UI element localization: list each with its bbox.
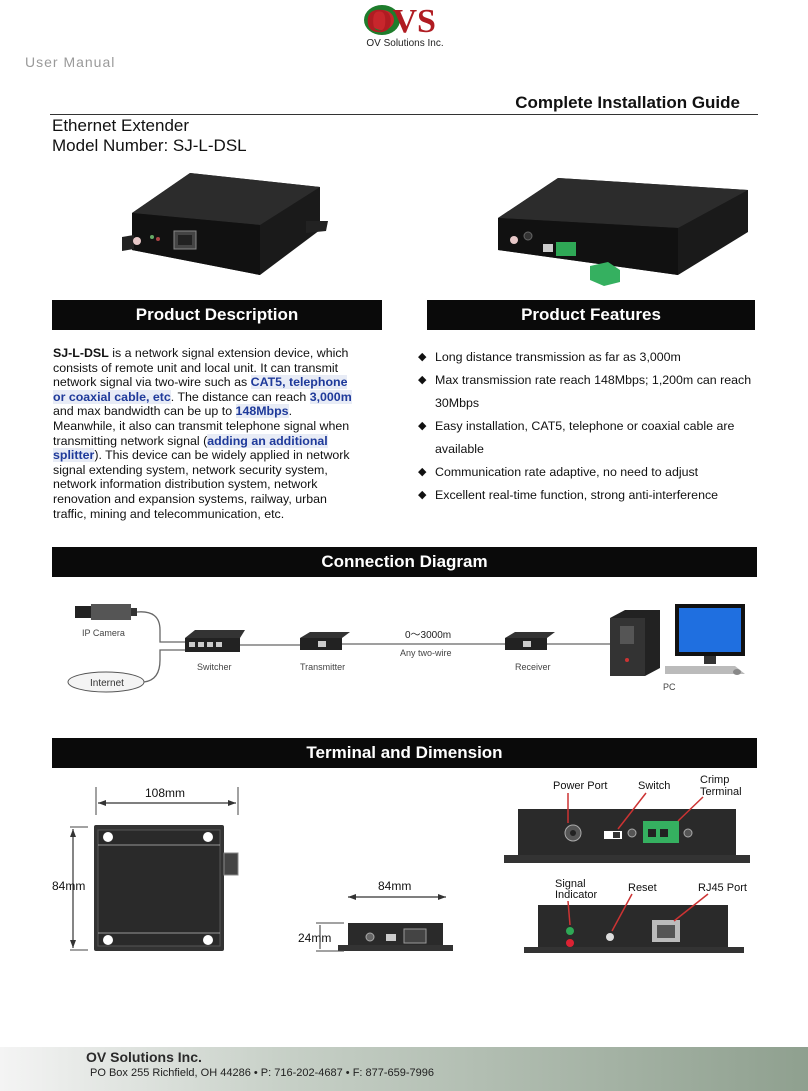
pc-icon bbox=[610, 604, 745, 676]
switch-label: Switch bbox=[638, 780, 670, 792]
product-name: Ethernet Extender bbox=[52, 116, 190, 135]
rj45-port-label: RJ45 Port bbox=[698, 882, 747, 894]
crimp-label: Crimp bbox=[700, 775, 729, 786]
model-number: Model Number: SJ-L-DSL bbox=[52, 136, 247, 155]
section-product-description: Product Description bbox=[52, 300, 382, 330]
title-rule bbox=[50, 114, 758, 115]
switcher-label: Switcher bbox=[197, 662, 232, 672]
height-84-label: 84mm bbox=[52, 879, 85, 893]
product-description-text: SJ-L-DSL is a network signal extension d… bbox=[53, 346, 352, 521]
receiver-icon bbox=[505, 632, 555, 650]
diamond-bullet-icon: ◆ bbox=[418, 420, 427, 432]
device-photo-back bbox=[498, 178, 748, 286]
front-view-drawing: 84mm 24mm bbox=[298, 879, 453, 952]
doc-title: Ethernet Extender Model Number: SJ-L-DSL bbox=[52, 116, 247, 156]
feature-list: ◆Long distance transmission as far as 3,… bbox=[418, 346, 763, 507]
receiver-label: Receiver bbox=[515, 662, 551, 672]
logo-text: OVS bbox=[366, 3, 436, 40]
user-manual-label: User Manual bbox=[25, 54, 116, 70]
section-connection-diagram: Connection Diagram bbox=[52, 547, 757, 577]
diamond-bullet-icon: ◆ bbox=[418, 374, 427, 386]
device-photo-front bbox=[122, 173, 328, 275]
section-terminal-dimension: Terminal and Dimension bbox=[52, 738, 757, 768]
transmitter-label: Transmitter bbox=[300, 662, 345, 672]
back-panel-drawing: Power Port Switch Crimp Terminal bbox=[504, 775, 750, 863]
desc-model: SJ-L-DSL bbox=[53, 346, 109, 360]
pc-label: PC bbox=[663, 682, 676, 692]
feature-item: ◆Communication rate adaptive, no need to… bbox=[418, 461, 763, 484]
footer-company: OV Solutions Inc. bbox=[86, 1049, 202, 1065]
height-24-label: 24mm bbox=[298, 931, 331, 945]
section-product-features: Product Features bbox=[427, 300, 755, 330]
diamond-bullet-icon: ◆ bbox=[418, 466, 427, 478]
guide-title: Complete Installation Guide bbox=[515, 93, 740, 112]
reset-label: Reset bbox=[628, 882, 657, 894]
dimension-drawings: 108mm 84mm 84mm 24mm bbox=[52, 775, 750, 953]
front-panel-drawing: Signal Indicator Reset RJ45 Port bbox=[524, 878, 747, 953]
switcher-icon bbox=[185, 630, 245, 652]
footer-banner: OV Solutions Inc. PO Box 255 Richfield, … bbox=[0, 1047, 808, 1091]
internet-label: Internet bbox=[90, 678, 124, 689]
feature-item: ◆Easy installation, CAT5, telephone or c… bbox=[418, 415, 763, 461]
transmitter-icon bbox=[300, 632, 350, 650]
feature-item: ◆Long distance transmission as far as 3,… bbox=[418, 346, 763, 369]
ip-camera-label: IP Camera bbox=[82, 628, 125, 638]
feature-item: ◆Excellent real-time function, strong an… bbox=[418, 484, 763, 507]
desc-highlight-bandwidth: 148Mbps bbox=[235, 404, 289, 419]
connection-diagram: IP Camera Internet Switcher Transmitter … bbox=[67, 604, 745, 693]
indicator-label: Indicator bbox=[555, 889, 598, 901]
power-port-label: Power Port bbox=[553, 780, 607, 792]
logo-subtitle: OV Solutions Inc. bbox=[366, 38, 444, 49]
desc-highlight-distance: 3,000m bbox=[309, 389, 352, 404]
two-wire-label: Any two-wire bbox=[400, 648, 452, 658]
signal-label: Signal bbox=[555, 878, 586, 890]
footer-address: PO Box 255 Richfield, OH 44286 • P: 716-… bbox=[90, 1067, 435, 1079]
width-84-label: 84mm bbox=[378, 879, 411, 893]
top-view-drawing: 108mm 84mm bbox=[52, 786, 239, 951]
ip-camera-icon bbox=[75, 604, 137, 620]
width-108-label: 108mm bbox=[145, 786, 185, 800]
terminal-label: Terminal bbox=[700, 786, 742, 798]
distance-label: 0～3000m bbox=[405, 630, 451, 641]
ovs-logo: OVS bbox=[364, 3, 436, 40]
diamond-bullet-icon: ◆ bbox=[418, 351, 427, 363]
feature-item: ◆Max transmission rate reach 148Mbps; 1,… bbox=[418, 369, 763, 415]
diamond-bullet-icon: ◆ bbox=[418, 489, 427, 501]
